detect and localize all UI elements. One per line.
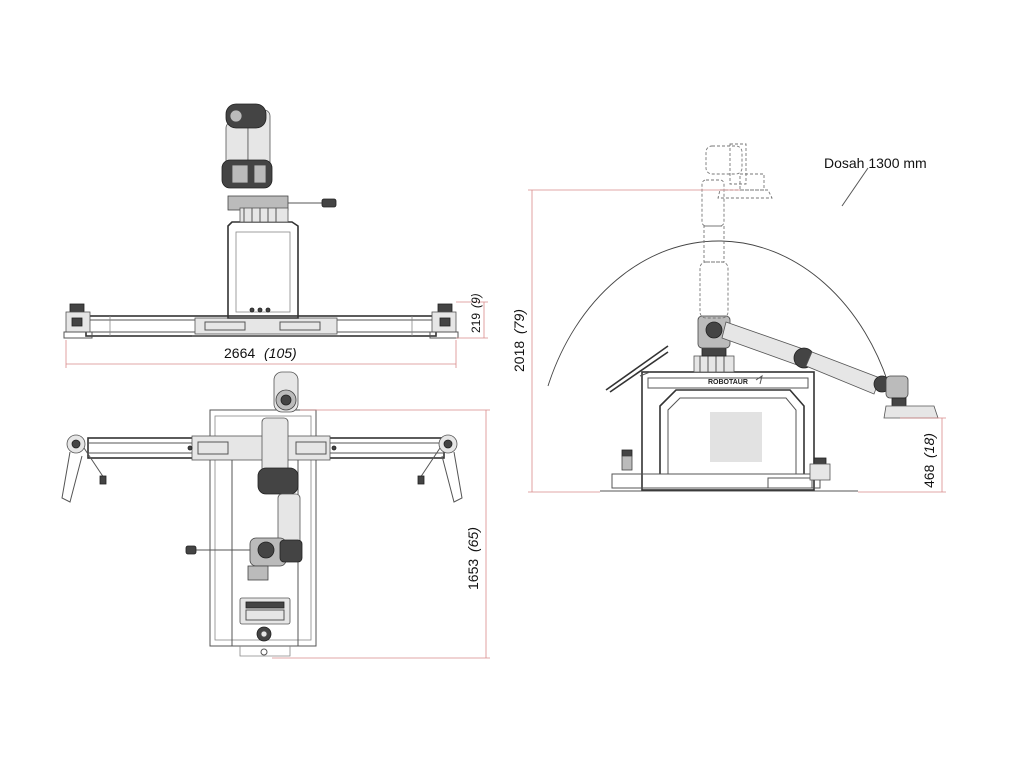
- logo-text: ROBOTAUR: [708, 379, 748, 386]
- width-inches: (105): [264, 345, 297, 361]
- overall-height-inches: (79): [511, 309, 527, 334]
- depth-value: 1653: [465, 559, 481, 590]
- front-robot-mount: [227, 195, 337, 223]
- dim-depth: 1653 (65): [272, 409, 490, 659]
- front-column: [227, 221, 299, 319]
- base-height-inches: (9): [469, 293, 483, 308]
- dim-overall-height: 2018 (79): [511, 189, 740, 493]
- side-robot-arm-ghost: [699, 143, 773, 319]
- dim-width: 2664 (105): [65, 340, 457, 368]
- dim-table-height: 468 (18): [858, 417, 946, 493]
- front-view: [63, 103, 459, 339]
- front-base-beam: [85, 315, 437, 337]
- top-robot-arm: [185, 371, 303, 581]
- base-height-value: 219: [469, 313, 483, 333]
- top-left-arm: [61, 434, 107, 503]
- depth-inches: (65): [465, 527, 481, 552]
- side-table: ROBOTAUR: [611, 371, 831, 491]
- side-tablet: [605, 345, 669, 393]
- top-view: [61, 371, 463, 657]
- front-left-foot: [63, 303, 93, 339]
- dim-base-height: 219 (9): [456, 293, 488, 339]
- front-robot-arm: [221, 103, 273, 189]
- table-height-inches: (18): [921, 433, 937, 458]
- front-right-foot: [429, 303, 459, 339]
- overall-height-value: 2018: [511, 341, 527, 372]
- side-robot-base: [693, 315, 735, 373]
- top-right-arm: [417, 434, 463, 503]
- side-robot-arm-extended: [721, 321, 939, 419]
- side-view: ROBOTAUR: [547, 143, 939, 492]
- top-control-box: [239, 597, 291, 656]
- width-value: 2664: [224, 345, 255, 361]
- reach-label: Dosah 1300 mm: [824, 155, 927, 171]
- reach-arc: [547, 240, 892, 393]
- table-height-value: 468: [921, 464, 937, 488]
